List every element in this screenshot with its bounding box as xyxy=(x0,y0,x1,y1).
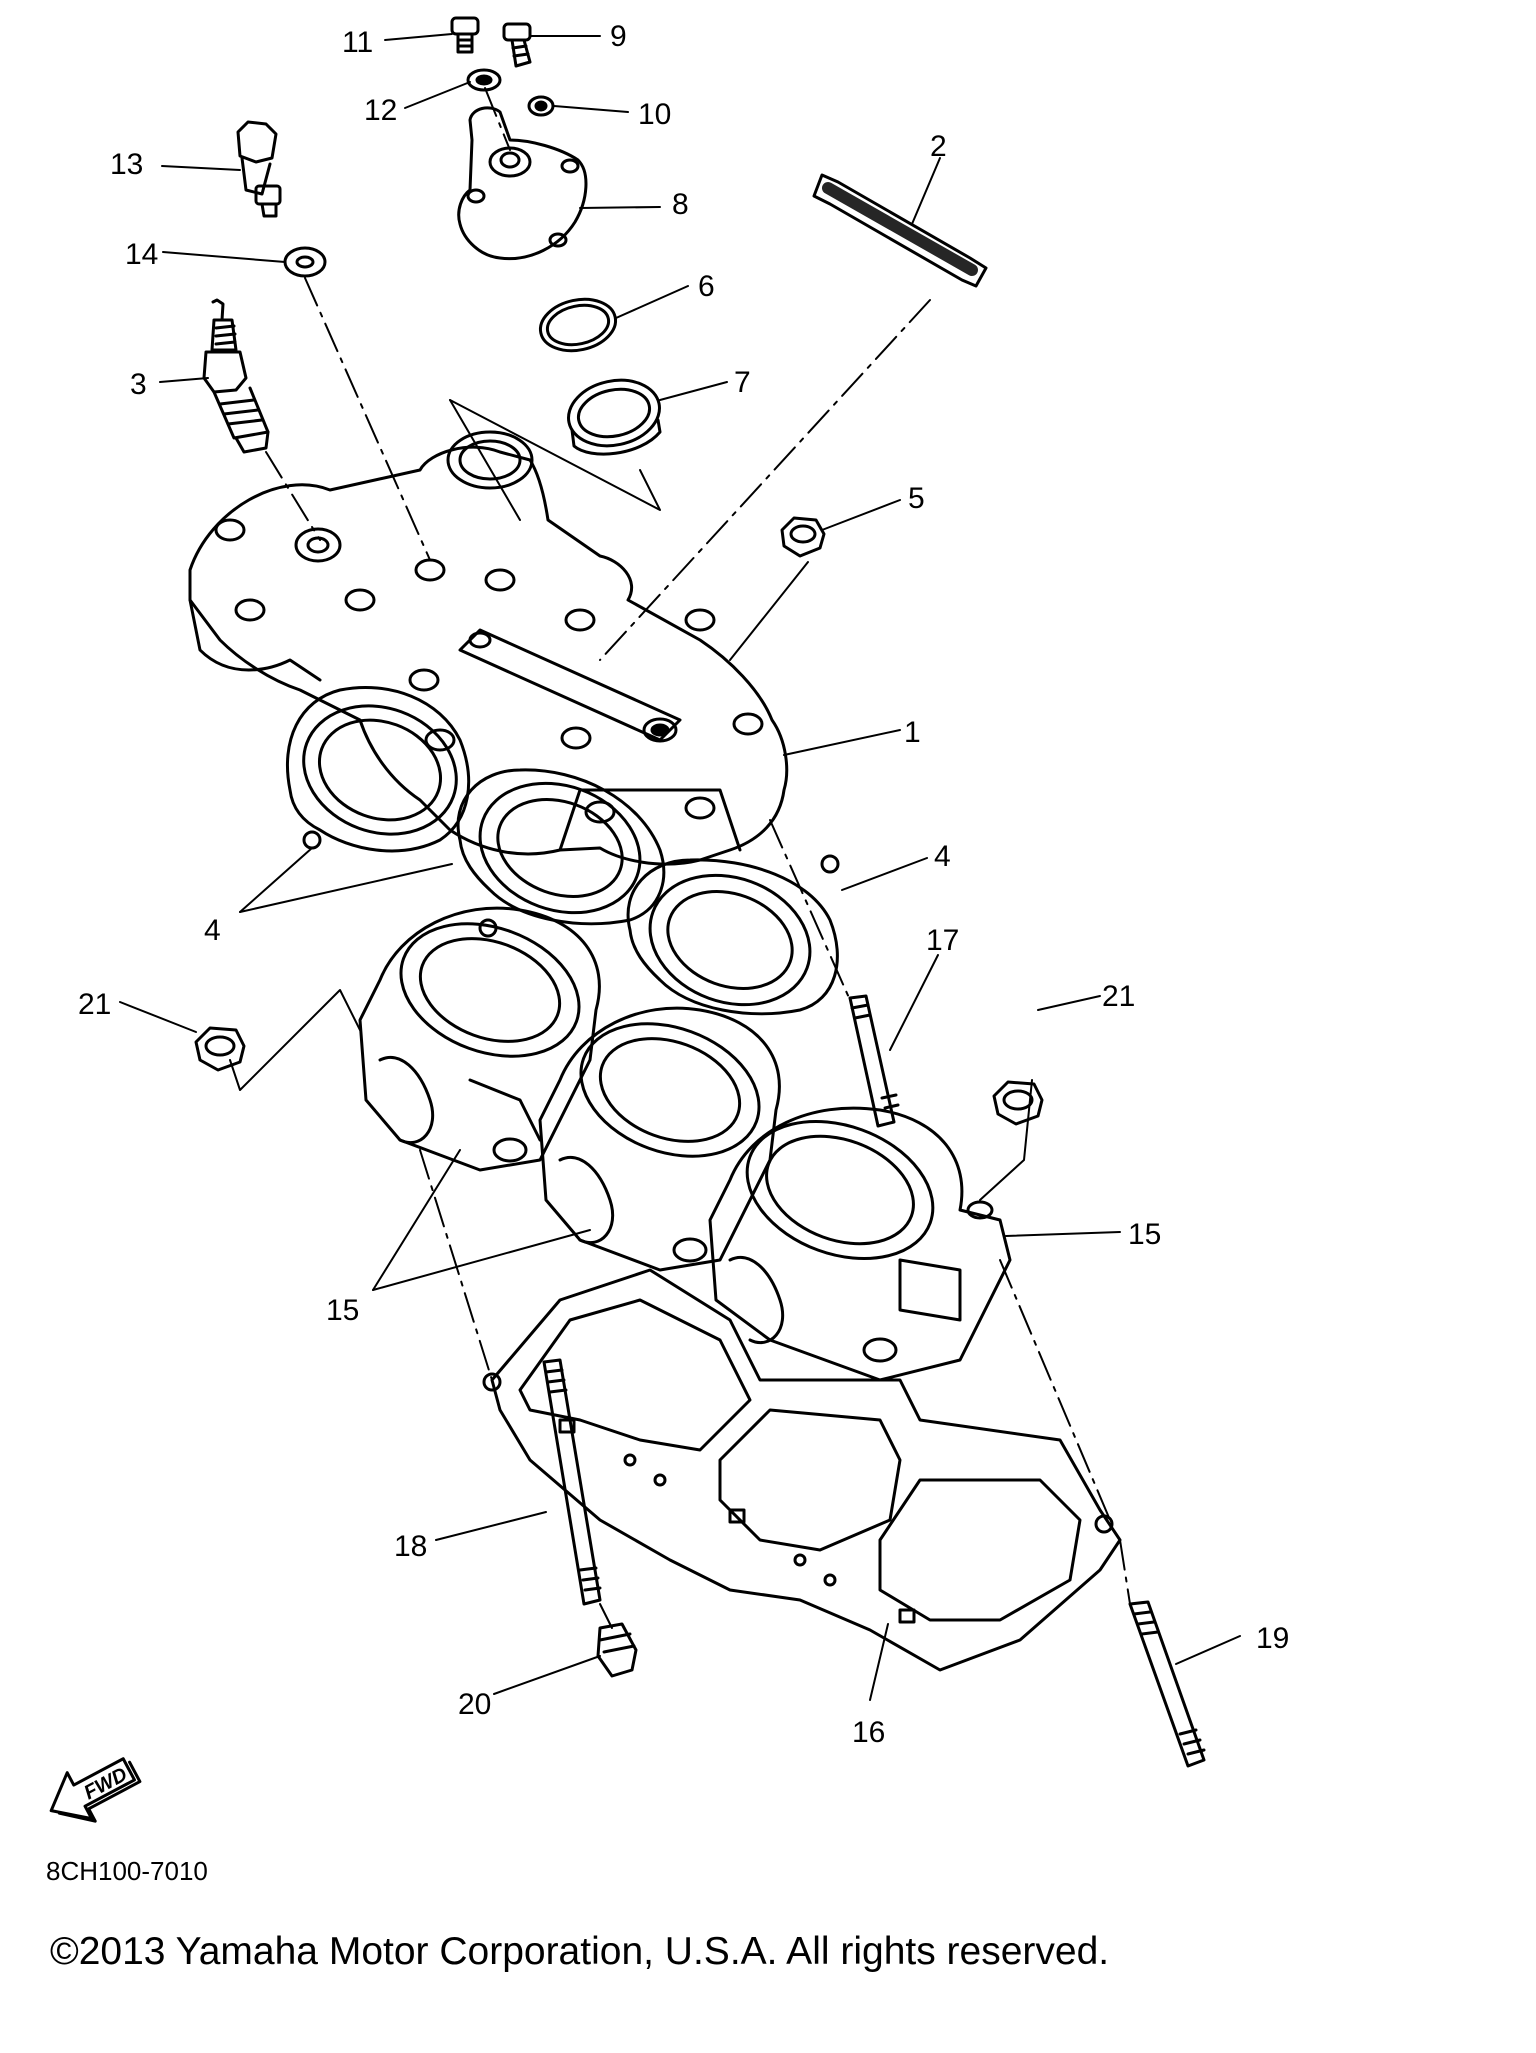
base-gasket-16 xyxy=(482,1268,1122,1672)
callout-19: 19 xyxy=(1256,1622,1289,1655)
part-code: 8CH100-7010 xyxy=(46,1856,208,1886)
thermostat-7 xyxy=(567,378,662,456)
callout-12: 12 xyxy=(364,94,397,127)
cylinder-15b xyxy=(538,1006,781,1272)
callout-13: 13 xyxy=(110,148,143,181)
bracket-lines xyxy=(229,399,1033,1201)
callout-6: 6 xyxy=(698,270,715,303)
callout-2: 2 xyxy=(930,130,947,163)
callout-21-right: 21 xyxy=(1102,980,1135,1013)
nut-5 xyxy=(780,516,826,558)
cylinder-15a xyxy=(358,906,601,1172)
o-ring-6 xyxy=(538,297,618,353)
callout-7: 7 xyxy=(734,366,751,399)
callout-5: 5 xyxy=(908,482,925,515)
callout-numbers: 11 9 12 10 13 2 8 14 6 3 7 5 1 4 4 17 21… xyxy=(78,20,1289,1749)
stud-19 xyxy=(1128,1600,1206,1768)
nut-10 xyxy=(527,95,555,117)
bolt-11 xyxy=(450,16,480,54)
head-gasket-4a xyxy=(285,685,471,853)
callout-14: 14 xyxy=(125,238,158,271)
cylinder-15c xyxy=(708,1106,1012,1382)
callout-21-left: 21 xyxy=(78,988,111,1021)
callout-17: 17 xyxy=(926,924,959,957)
washer-12 xyxy=(466,68,502,92)
temp-sensor-13 xyxy=(236,120,282,218)
callout-16: 16 xyxy=(852,1716,885,1749)
bolt-9 xyxy=(502,22,532,68)
assembly-lines xyxy=(265,87,1131,1629)
nut-21-left xyxy=(194,1026,246,1072)
callout-8: 8 xyxy=(672,188,689,221)
stud-18 xyxy=(542,1358,602,1606)
leader-lines xyxy=(119,33,1241,1701)
decal-2 xyxy=(812,173,988,288)
callout-4-left: 4 xyxy=(204,914,221,947)
callout-1: 1 xyxy=(904,716,921,749)
callout-20: 20 xyxy=(458,1688,491,1721)
thermostat-cover-8 xyxy=(457,106,588,261)
washer-14 xyxy=(283,246,327,278)
head-gasket-4c xyxy=(626,854,840,1016)
cylinder-head-1 xyxy=(188,430,789,866)
callout-11: 11 xyxy=(342,26,373,59)
nut-20 xyxy=(596,1622,638,1678)
copyright-notice: ©2013 Yamaha Motor Corporation, U.S.A. A… xyxy=(50,1930,1110,1973)
callout-18: 18 xyxy=(394,1530,427,1563)
callout-10: 10 xyxy=(638,98,671,131)
callout-15-right: 15 xyxy=(1128,1218,1161,1251)
spark-plug-3 xyxy=(202,298,270,454)
callout-4-right: 4 xyxy=(934,840,951,873)
callout-9: 9 xyxy=(610,20,627,53)
callout-3: 3 xyxy=(130,368,147,401)
nut-21-right xyxy=(992,1080,1044,1126)
fwd-arrow-icon: FWD xyxy=(49,1757,142,1823)
stud-17 xyxy=(848,994,900,1128)
callout-15-left: 15 xyxy=(326,1294,359,1327)
